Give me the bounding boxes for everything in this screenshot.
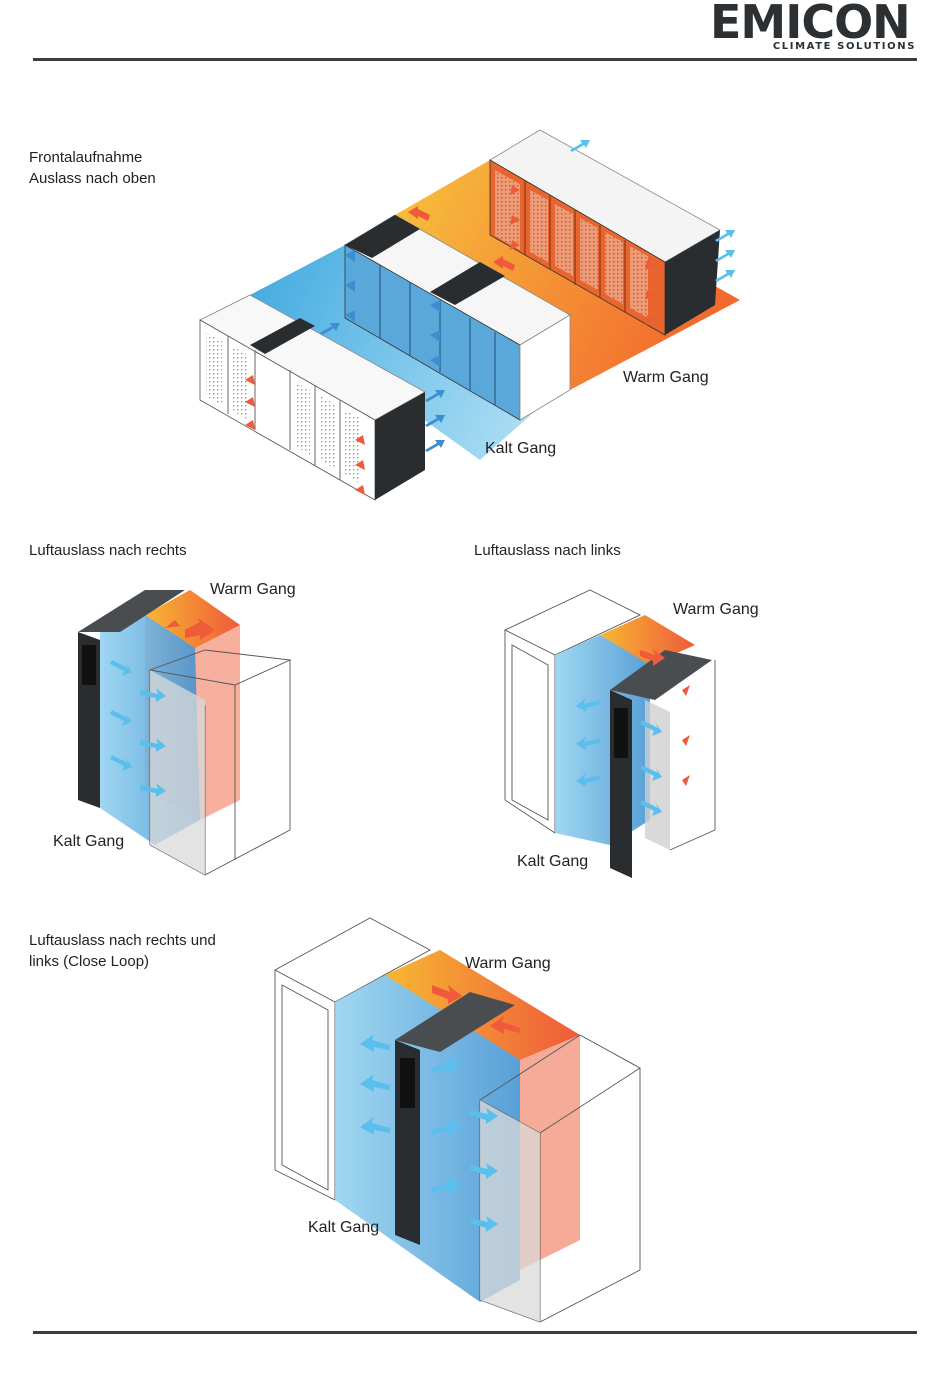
section4-warm-label: Warm Gang	[465, 955, 551, 973]
section4-caption-line2: links (Close Loop)	[29, 951, 216, 972]
section3-cold-label: Kalt Gang	[517, 853, 588, 871]
section4-caption-line1: Luftauslass nach rechts und	[29, 930, 216, 951]
section3-caption: Luftauslass nach links	[474, 540, 621, 561]
section4-cold-label: Kalt Gang	[308, 1219, 379, 1237]
section1-warm-label: Warm Gang	[623, 369, 709, 387]
footer-rule	[33, 1331, 917, 1334]
section2-caption: Luftauslass nach rechts	[29, 540, 187, 561]
section2-warm-label: Warm Gang	[210, 581, 296, 599]
section2-cold-label: Kalt Gang	[53, 833, 124, 851]
section4-caption: Luftauslass nach rechts und links (Close…	[29, 930, 216, 972]
section1-cold-label: Kalt Gang	[485, 440, 556, 458]
section3-warm-label: Warm Gang	[673, 601, 759, 619]
